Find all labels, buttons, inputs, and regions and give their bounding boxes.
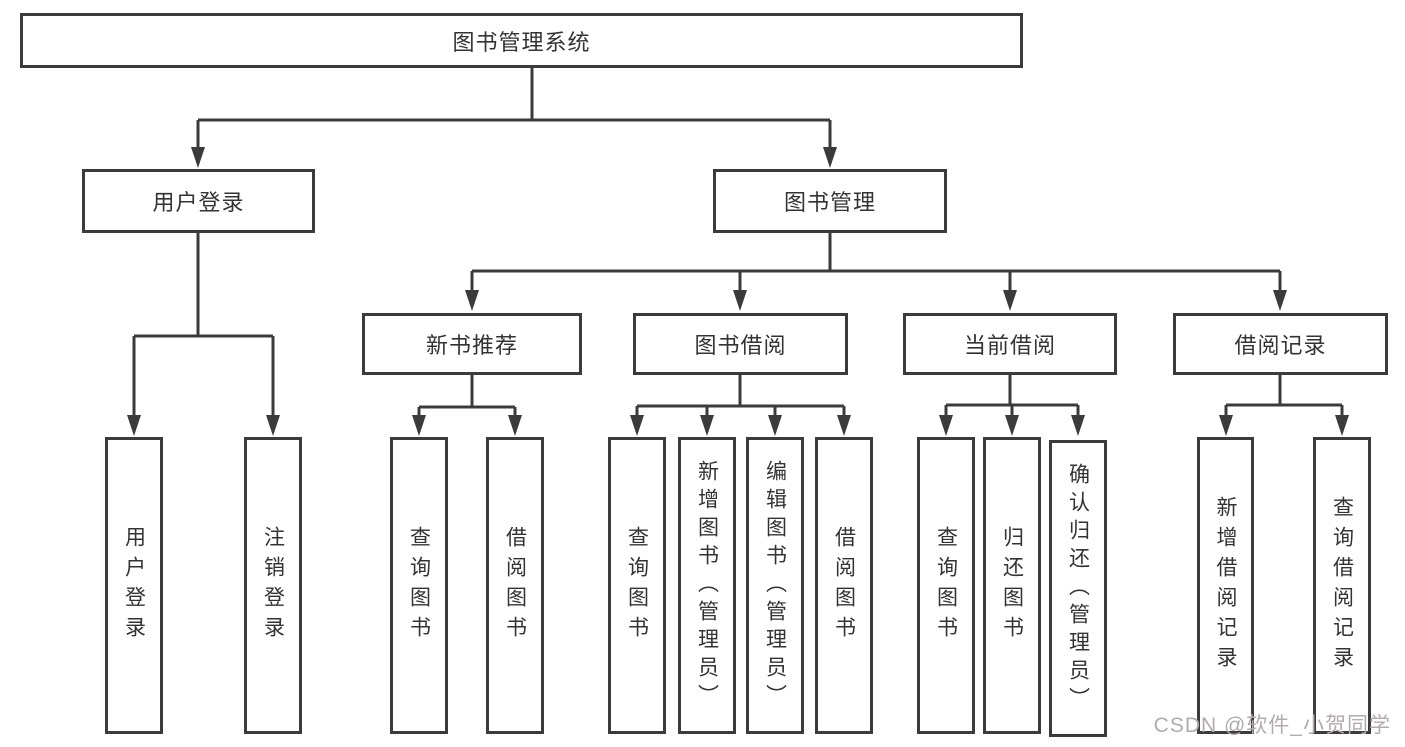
leaf-borrow-books-recommend-label: 借阅图书 [503,525,527,646]
node-user-login-group-label: 用户登录 [152,190,245,215]
leaf-add-borrow-record: 新增借阅记录 [1197,437,1254,734]
node-book-management-label: 图书管理 [783,190,876,215]
leaf-add-book-admin: 新增图书（管理员） [678,437,736,734]
node-current-borrow-label: 当前借阅 [963,333,1056,358]
node-new-book-recommend-label: 新书推荐 [425,333,518,358]
leaf-query-books-current: 查询图书 [917,437,975,734]
node-book-borrow-label: 图书借阅 [694,333,787,358]
leaf-return-book-label: 归还图书 [1000,525,1024,646]
leaf-confirm-return-admin: 确认归还（管理员） [1049,440,1107,737]
node-borrow-records: 借阅记录 [1173,313,1388,375]
node-user-login-group: 用户登录 [82,169,315,233]
leaf-edit-book-admin-label: 编辑图书（管理员） [763,459,787,712]
leaf-borrow-books-recommend: 借阅图书 [486,437,544,734]
leaf-borrow-books-borrow-label: 借阅图书 [832,525,856,646]
leaf-query-books-recommend-label: 查询图书 [407,525,431,646]
node-borrow-records-label: 借阅记录 [1234,333,1327,358]
leaf-query-books-current-label: 查询图书 [934,525,958,646]
leaf-return-book: 归还图书 [983,437,1041,734]
leaf-logout-label: 注销登录 [261,525,285,646]
leaf-logout: 注销登录 [244,437,302,734]
leaf-user-login-label: 用户登录 [122,525,146,646]
leaf-user-login: 用户登录 [105,437,163,734]
node-library-system-label: 图书管理系统 [452,29,591,55]
leaf-query-borrow-record: 查询借阅记录 [1313,437,1371,734]
leaf-query-books-borrow: 查询图书 [608,437,666,734]
leaf-query-books-recommend: 查询图书 [390,437,448,734]
node-current-borrow: 当前借阅 [903,313,1117,375]
leaf-add-book-admin-label: 新增图书（管理员） [695,459,719,712]
leaf-query-borrow-record-label: 查询借阅记录 [1330,495,1354,676]
node-new-book-recommend: 新书推荐 [362,313,582,375]
leaf-query-books-borrow-label: 查询图书 [625,525,649,646]
csdn-watermark: CSDN @软件_小贺同学 [1153,714,1391,737]
node-library-system: 图书管理系统 [20,13,1023,68]
leaf-borrow-books-borrow: 借阅图书 [815,437,873,734]
leaf-confirm-return-admin-label: 确认归还（管理员） [1066,462,1090,715]
node-book-management: 图书管理 [713,169,947,233]
leaf-add-borrow-record-label: 新增借阅记录 [1214,495,1237,676]
leaf-edit-book-admin: 编辑图书（管理员） [746,437,804,734]
node-book-borrow: 图书借阅 [633,313,848,375]
